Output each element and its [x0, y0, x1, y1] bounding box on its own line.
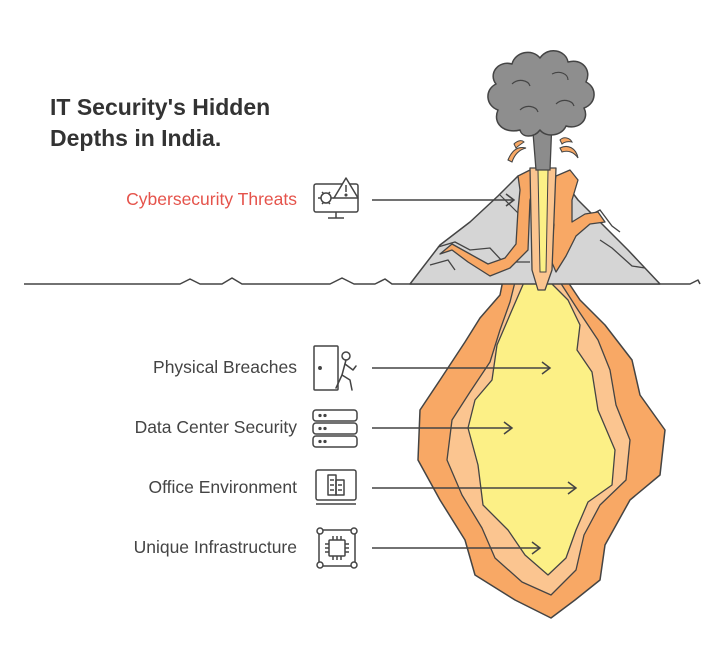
office-building-icon: [315, 469, 357, 505]
title-line-1: IT Security's Hidden: [50, 94, 271, 120]
circuit-chip-icon: [316, 527, 358, 569]
server-rack-icon: [312, 409, 358, 448]
splash-right-2: [559, 137, 573, 145]
cone-facet-right-low: [599, 239, 646, 269]
title-line-2: Depths in India.: [50, 125, 222, 151]
arrow-physical-breaches: [372, 361, 552, 375]
arrow-unique-infrastructure: [372, 541, 542, 555]
arrow-office-environment: [372, 481, 578, 495]
door-intruder-icon: [313, 345, 357, 391]
arrow-cybersecurity-threats: [372, 193, 516, 207]
cone-facet-small-left: [429, 259, 456, 271]
splash-right: [559, 145, 579, 159]
arrow-data-center-security: [372, 421, 514, 435]
cone-facet-center: [499, 194, 521, 216]
label-unique-infrastructure: Unique Infrastructure: [133, 537, 297, 557]
splash-left-2: [513, 140, 525, 149]
warning-monitor-icon: [313, 177, 359, 219]
cloud-detail: [511, 71, 575, 113]
eruption-cloud: [487, 50, 595, 137]
splash-left: [507, 146, 527, 163]
page-title: IT Security's Hidden Depths in India.: [50, 92, 350, 154]
label-office-environment: Office Environment: [148, 477, 298, 497]
label-cybersecurity-threats: Cybersecurity Threats: [126, 189, 297, 209]
label-data-center-security: Data Center Security: [134, 417, 297, 437]
lava-conduit-core: [537, 169, 549, 273]
core-layer: [467, 279, 616, 576]
label-physical-breaches: Physical Breaches: [153, 357, 297, 377]
